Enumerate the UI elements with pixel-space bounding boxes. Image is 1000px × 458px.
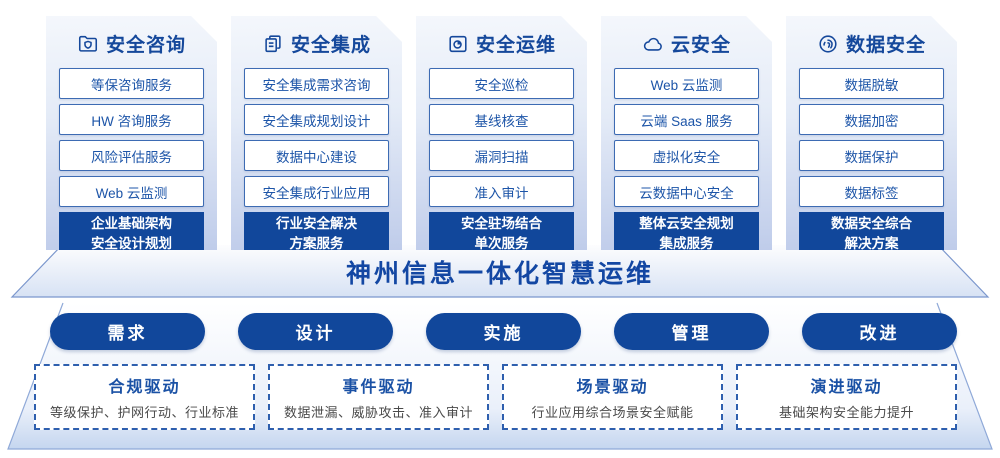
highlight-line: 数据安全综合 — [831, 216, 912, 232]
highlight-line: 集成服务 — [659, 236, 714, 251]
folder-shield-icon — [77, 33, 99, 55]
service-item: 安全巡检 — [429, 68, 574, 99]
driver-scenario: 场景驱动 行业应用综合场景安全赋能 — [502, 364, 723, 430]
driver-desc: 等级保护、护网行动、行业标准 — [49, 405, 239, 420]
service-list: 数据脱敏 数据加密 数据保护 数据标签 — [799, 68, 944, 207]
service-item: 数据保护 — [799, 140, 944, 171]
process-pill-row: 需求 设计 实施 管理 改进 — [50, 313, 957, 350]
column-security-operations: 安全运维 安全巡检 基线核查 漏洞扫描 准入审计 安全驻场结合 单次服务 — [416, 16, 587, 250]
highlight-line: 单次服务 — [474, 236, 529, 251]
column-header: 安全运维 — [416, 31, 587, 56]
column-title: 云安全 — [670, 35, 731, 56]
documents-icon — [262, 33, 284, 55]
service-item: 数据脱敏 — [799, 68, 944, 99]
highlight-line: 安全驻场结合 — [461, 216, 542, 232]
highlight-line: 安全设计规划 — [91, 236, 172, 251]
service-item: 云数据中心安全 — [614, 176, 759, 207]
column-cloud-security: 云安全 Web 云监测 云端 Saas 服务 虚拟化安全 云数据中心安全 整体云… — [601, 16, 772, 250]
highlight-line: 解决方案 — [844, 236, 899, 251]
service-item: 数据中心建设 — [244, 140, 389, 171]
highlight-service: 行业安全解决 方案服务 — [244, 212, 389, 251]
highlight-service: 数据安全综合 解决方案 — [799, 212, 944, 251]
column-security-consulting: 安全咨询 等保咨询服务 HW 咨询服务 风险评估服务 Web 云监测 企业基础架… — [46, 16, 217, 250]
column-header: 数据安全 — [786, 31, 957, 56]
service-item: 等保咨询服务 — [59, 68, 204, 99]
cloud-icon — [642, 33, 664, 55]
driver-evolution: 演进驱动 基础架构安全能力提升 — [736, 364, 957, 430]
service-item: 准入审计 — [429, 176, 574, 207]
fingerprint-icon — [817, 33, 839, 55]
column-title: 安全咨询 — [105, 35, 186, 56]
driver-compliance: 合规驱动 等级保护、护网行动、行业标准 — [34, 364, 255, 430]
driver-row: 合规驱动 等级保护、护网行动、行业标准 事件驱动 数据泄漏、威胁攻击、准入审计 … — [34, 364, 957, 430]
pill-management: 管理 — [614, 313, 769, 350]
monitor-pie-icon — [447, 33, 469, 55]
highlight-line: 整体云安全规划 — [639, 216, 734, 232]
service-item: HW 咨询服务 — [59, 104, 204, 135]
highlight-line: 企业基础架构 — [91, 216, 172, 232]
column-title: 安全集成 — [290, 35, 371, 56]
service-item: 数据标签 — [799, 176, 944, 207]
column-header: 安全咨询 — [46, 31, 217, 56]
pill-requirement: 需求 — [50, 313, 205, 350]
service-item: 风险评估服务 — [59, 140, 204, 171]
driver-title: 场景驱动 — [576, 379, 649, 396]
driver-desc: 基础架构安全能力提升 — [778, 405, 914, 420]
column-title: 安全运维 — [475, 35, 556, 56]
column-header: 安全集成 — [231, 31, 402, 56]
highlight-service: 整体云安全规划 集成服务 — [614, 212, 759, 251]
highlight-service: 安全驻场结合 单次服务 — [429, 212, 574, 251]
pill-improvement: 改进 — [802, 313, 957, 350]
pill-implementation: 实施 — [426, 313, 581, 350]
service-item: 安全集成规划设计 — [244, 104, 389, 135]
service-item: 基线核查 — [429, 104, 574, 135]
driver-desc: 数据泄漏、威胁攻击、准入审计 — [283, 405, 473, 420]
service-item: 安全集成行业应用 — [244, 176, 389, 207]
pill-design: 设计 — [238, 313, 393, 350]
driver-incident: 事件驱动 数据泄漏、威胁攻击、准入审计 — [268, 364, 489, 430]
column-security-integration: 安全集成 安全集成需求咨询 安全集成规划设计 数据中心建设 安全集成行业应用 行… — [231, 16, 402, 250]
service-list: 安全集成需求咨询 安全集成规划设计 数据中心建设 安全集成行业应用 — [244, 68, 389, 207]
banner-title: 神州信息一体化智慧运维 — [345, 260, 654, 288]
service-list: 安全巡检 基线核查 漏洞扫描 准入审计 — [429, 68, 574, 207]
service-item: 数据加密 — [799, 104, 944, 135]
driver-desc: 行业应用综合场景安全赋能 — [531, 405, 694, 420]
banner-platform-shape — [10, 244, 990, 298]
service-item: 虚拟化安全 — [614, 140, 759, 171]
driver-title: 合规驱动 — [108, 379, 181, 396]
highlight-service: 企业基础架构 安全设计规划 — [59, 212, 204, 251]
driver-title: 事件驱动 — [342, 379, 415, 396]
service-item: 漏洞扫描 — [429, 140, 574, 171]
highlight-line: 行业安全解决 — [276, 216, 357, 232]
service-item: Web 云监测 — [614, 68, 759, 99]
column-title: 数据安全 — [845, 35, 926, 56]
highlight-line: 方案服务 — [289, 236, 344, 251]
column-data-security: 数据安全 数据脱敏 数据加密 数据保护 数据标签 数据安全综合 解决方案 — [786, 16, 957, 250]
driver-title: 演进驱动 — [810, 379, 883, 396]
service-list: 等保咨询服务 HW 咨询服务 风险评估服务 Web 云监测 — [59, 68, 204, 207]
service-list: Web 云监测 云端 Saas 服务 虚拟化安全 云数据中心安全 — [614, 68, 759, 207]
service-item: Web 云监测 — [59, 176, 204, 207]
service-item: 安全集成需求咨询 — [244, 68, 389, 99]
service-item: 云端 Saas 服务 — [614, 104, 759, 135]
column-header: 云安全 — [601, 31, 772, 56]
